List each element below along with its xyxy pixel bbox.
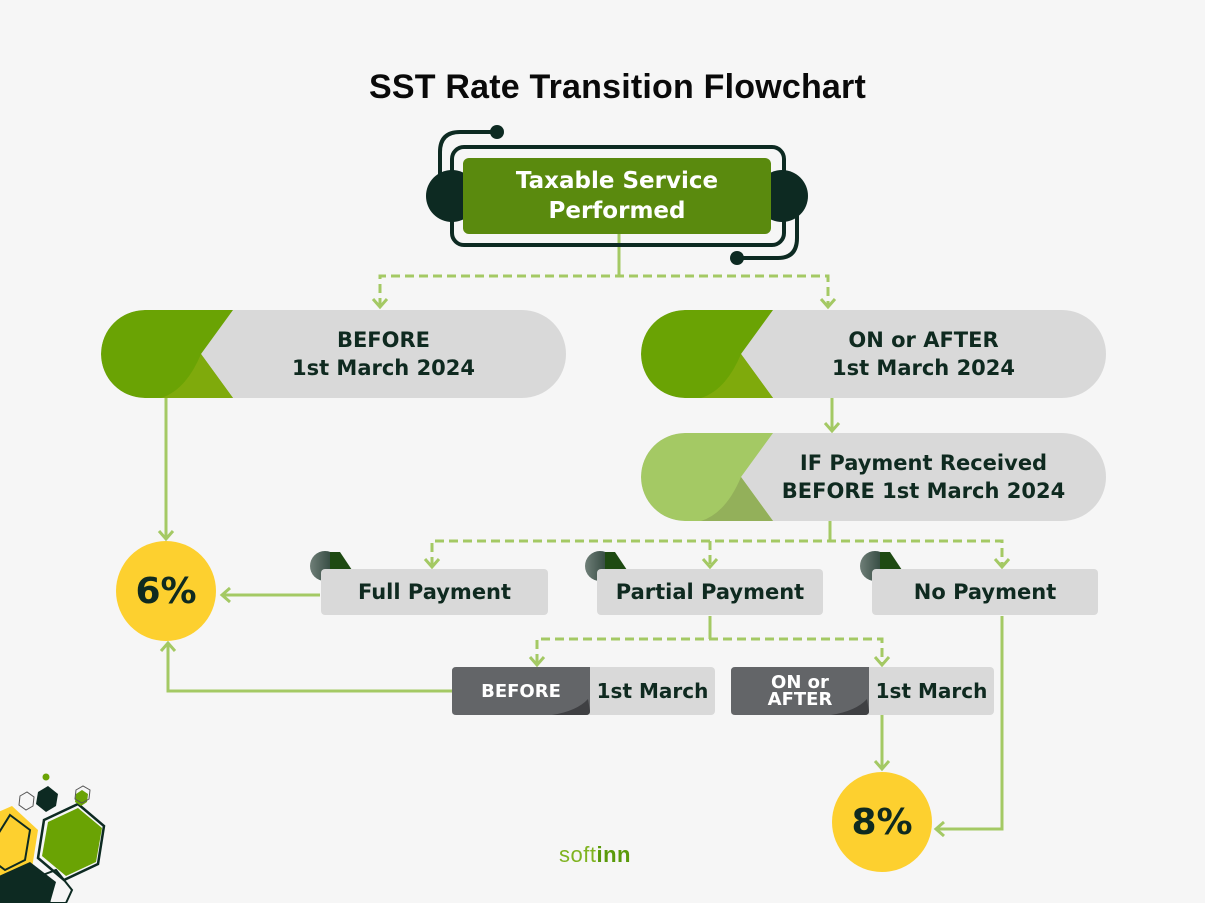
branch-before-line2: 1st March 2024 (291, 356, 476, 380)
payment-partial-label: Partial Payment (615, 580, 805, 604)
rate-old-value: 6% (135, 570, 197, 612)
rate-new-value: 8% (851, 801, 913, 843)
partial-after-tag-line2: AFTER (767, 689, 833, 710)
rate-6-percent-circle: 6% (116, 541, 216, 641)
partial-after-date: 1st March (875, 679, 988, 703)
hexagon-cluster-icon (0, 773, 106, 903)
brand-part1: soft (559, 842, 597, 867)
tag-curl-icon (731, 667, 869, 715)
tag-curl-icon (452, 667, 590, 715)
start-node-line2: Performed (548, 198, 686, 224)
condition-line2: BEFORE 1st March 2024 (781, 479, 1066, 503)
partial-before-date-box: BEFORE 1st March (452, 667, 715, 715)
brand-logo: softinn (559, 842, 631, 868)
chevron-cap-icon (101, 310, 233, 398)
branch-on-or-after-pill: ON or AFTER 1st March 2024 (641, 310, 1106, 398)
chevron-cap-icon (641, 433, 773, 521)
partial-after-tag-line1: ON or (771, 672, 829, 693)
partial-after-date-box: ON or AFTER 1st March (731, 667, 994, 715)
partial-before-tag: BEFORE (481, 680, 561, 702)
branch-after-line2: 1st March 2024 (831, 356, 1016, 380)
branch-before-line1: BEFORE (336, 328, 431, 352)
knob-tail-icon (605, 552, 627, 570)
payment-none-box: No Payment (872, 569, 1098, 615)
partial-before-date: 1st March (596, 679, 709, 703)
brand-part2: inn (596, 842, 631, 867)
payment-none-label: No Payment (913, 580, 1057, 604)
condition-line1: IF Payment Received (799, 451, 1048, 475)
payment-partial-box: Partial Payment (597, 569, 823, 615)
knob-tail-icon (330, 552, 352, 570)
page-title: SST Rate Transition Flowchart (369, 68, 866, 106)
knob-tail-icon (880, 552, 902, 570)
payment-full-label: Full Payment (357, 580, 512, 604)
branch-after-line1: ON or AFTER (848, 328, 999, 352)
branch-before-pill: BEFORE 1st March 2024 (101, 310, 566, 398)
rate-8-percent-circle: 8% (832, 772, 932, 872)
payment-full-box: Full Payment (321, 569, 548, 615)
start-node-taxable-service: Taxable Service Performed (463, 158, 771, 234)
chevron-cap-icon (641, 310, 773, 398)
condition-payment-received-pill: IF Payment Received BEFORE 1st March 202… (641, 433, 1106, 521)
start-node-line1: Taxable Service (515, 168, 719, 194)
